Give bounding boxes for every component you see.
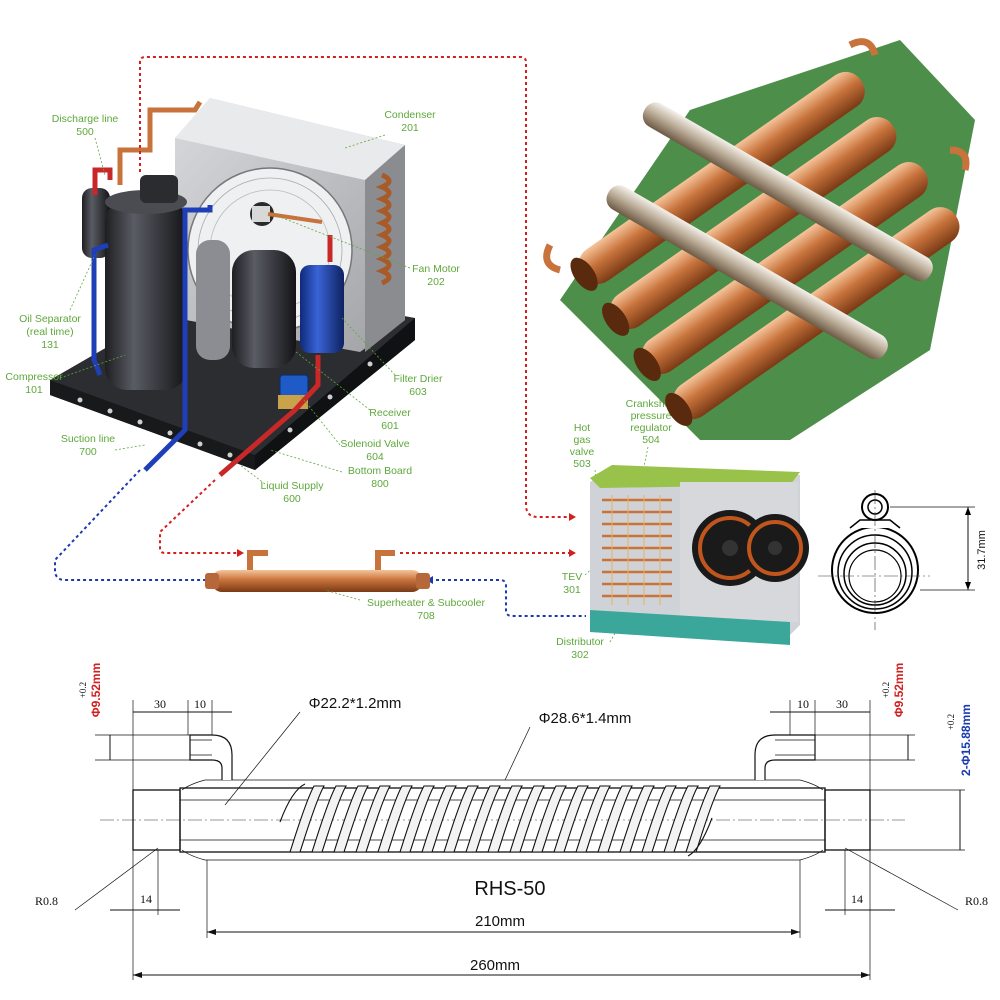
label-compressor: Compressor <box>5 371 63 383</box>
main-port-dimension: 2-Φ15.88mm <box>959 704 973 776</box>
svg-text:504: 504 <box>642 434 660 446</box>
svg-text:+0.2: +0.2 <box>881 682 891 698</box>
svg-text:101: 101 <box>25 384 43 396</box>
svg-text:604: 604 <box>366 451 384 463</box>
svg-text:201: 201 <box>401 122 419 134</box>
component-labels: Discharge line 500 Condenser 201 Fan Mot… <box>5 109 676 661</box>
condenser-coils <box>375 172 392 286</box>
helix-fin <box>597 785 633 853</box>
svg-text:pressure: pressure <box>631 410 672 422</box>
helix-fin <box>333 785 369 853</box>
oil-separator <box>82 188 110 258</box>
helix-fin <box>311 785 347 853</box>
outer-pipe-spec: Φ28.6*1.4mm <box>539 710 632 727</box>
inner-length: 210mm <box>475 913 525 930</box>
label-oil-separator: Oil Separator <box>19 313 81 325</box>
svg-text:601: 601 <box>381 420 399 432</box>
svg-text:600: 600 <box>283 493 301 505</box>
liquid-pipe <box>218 355 321 477</box>
left-end-collar <box>132 789 181 851</box>
svg-text:500: 500 <box>76 126 94 138</box>
left-port-dimension: Φ9.52mm <box>89 663 103 718</box>
svg-text:603: 603 <box>409 386 427 398</box>
receiver <box>232 250 296 368</box>
condenser-unit-photo <box>590 465 809 645</box>
condensing-unit <box>50 98 415 477</box>
label-solenoid-valve: Solenoid Valve <box>340 438 409 450</box>
helix-fin <box>487 785 523 853</box>
label-liquid-supply: Liquid Supply <box>260 480 324 492</box>
helix-fin <box>509 785 545 853</box>
svg-text:131: 131 <box>41 339 59 351</box>
helix-fin <box>399 785 435 853</box>
label-receiver: Receiver <box>369 407 411 419</box>
svg-text:503: 503 <box>573 458 591 470</box>
dim-14-left: 14 <box>140 892 152 906</box>
hot-line-top <box>139 56 572 518</box>
helix-fin <box>465 785 501 853</box>
label-fan-motor: Fan Motor <box>412 263 460 275</box>
helix-fin <box>641 785 677 853</box>
label-bottom-board: Bottom Board <box>348 465 412 477</box>
svg-text:708: 708 <box>417 610 435 622</box>
svg-text:(real time): (real time) <box>26 326 73 338</box>
helix-fin <box>531 785 567 853</box>
svg-text:202: 202 <box>427 276 445 288</box>
helix-fin <box>421 785 457 853</box>
svg-text:700: 700 <box>79 446 97 458</box>
dim-14-right: 14 <box>851 892 863 906</box>
label-hot-gas-valve: Hot <box>574 422 590 434</box>
svg-text:regulator: regulator <box>630 422 672 434</box>
label-condenser: Condenser <box>384 109 436 121</box>
label-tev: TEV <box>562 571 582 583</box>
compressor <box>105 200 187 390</box>
dim-10-left: 10 <box>194 697 206 711</box>
cross-section-view: 31.7mm <box>818 490 988 630</box>
label-filter-drier: Filter Drier <box>394 373 444 385</box>
helix-fin <box>663 785 699 853</box>
radius-left: R0.8 <box>35 894 58 908</box>
svg-text:valve: valve <box>570 446 595 458</box>
dim-30-right: 30 <box>836 697 848 711</box>
suction-pipe <box>143 205 213 472</box>
helix-fin <box>289 785 325 853</box>
svg-text:gas: gas <box>574 434 591 446</box>
inner-pipe-spec: Φ22.2*1.2mm <box>309 695 402 712</box>
dim-10-right: 10 <box>797 697 809 711</box>
model-name: RHS-50 <box>474 878 545 900</box>
helix-fin <box>443 785 479 853</box>
svg-text:302: 302 <box>571 649 589 661</box>
helix-fin <box>575 785 611 853</box>
svg-text:800: 800 <box>371 478 389 490</box>
svg-text:+0.2: +0.2 <box>78 682 88 698</box>
helix-fin <box>619 785 655 853</box>
right-port-pipe <box>754 734 816 780</box>
helix-fin <box>553 785 589 853</box>
helix-fin <box>685 785 721 853</box>
radius-right: R0.8 <box>965 894 988 908</box>
helical-fins <box>289 785 721 853</box>
label-suction-line: Suction line <box>61 433 115 445</box>
left-port-pipe <box>189 734 233 780</box>
superheater-illustration <box>205 550 430 592</box>
svg-text:301: 301 <box>563 584 581 596</box>
right-end-collar <box>824 789 871 851</box>
suction-line <box>54 469 210 581</box>
dim-30-left: 30 <box>154 697 166 711</box>
section-dimension: 31.7mm <box>976 530 988 570</box>
total-length: 260mm <box>470 957 520 974</box>
helix-fin <box>377 785 413 853</box>
discharge-pipe <box>117 100 203 185</box>
label-discharge-line: Discharge line <box>52 113 119 125</box>
label-distributor: Distributor <box>556 636 604 648</box>
liquid-line <box>159 479 240 554</box>
technical-drawing: 30 10 Φ9.52mm +0.2 10 30 Φ9.52mm +0.2 2-… <box>35 663 988 980</box>
helix-fin <box>355 785 391 853</box>
label-superheater: Superheater & Subcooler <box>367 597 485 609</box>
svg-text:+0.2: +0.2 <box>946 714 956 730</box>
heat-exchanger-cluster-photo <box>543 38 975 440</box>
filter-drier <box>300 265 344 353</box>
right-port-dimension: Φ9.52mm <box>892 663 906 718</box>
